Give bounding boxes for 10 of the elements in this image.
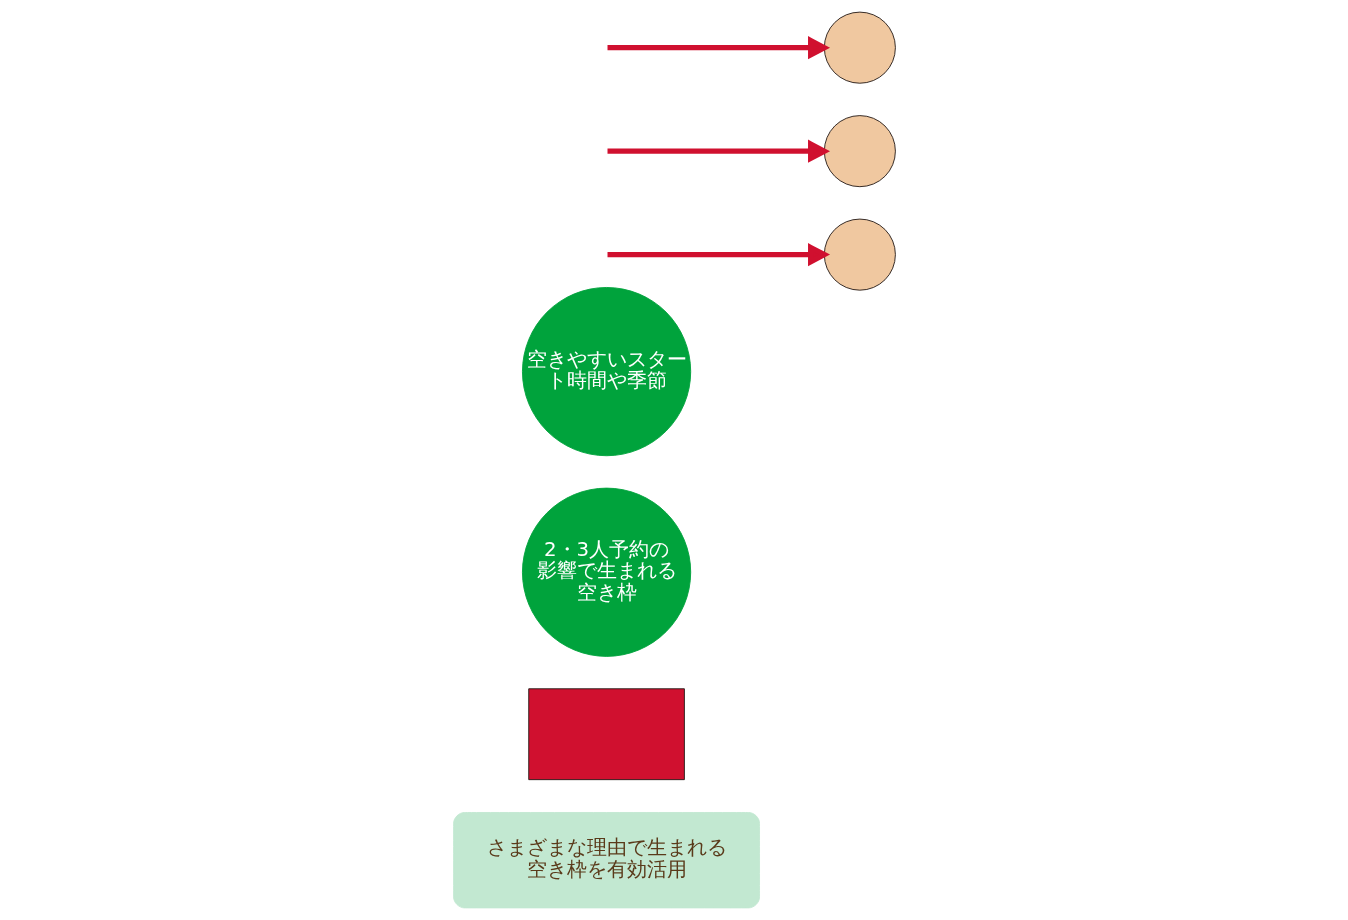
- node-circle: 空きやすいスタート時間や季節: [521, 287, 691, 457]
- node-circle: 2・3人予約の影響で生まれる空き枠: [521, 487, 691, 657]
- node-box: [527, 688, 685, 781]
- arrow: [607, 139, 830, 163]
- node-box: さまざまな理由で生まれる空き枠を有効活用: [452, 812, 760, 909]
- node-person: [823, 11, 896, 84]
- node-person: [823, 218, 896, 291]
- arrow: [607, 36, 830, 60]
- node-person: [823, 115, 896, 188]
- arrow: [607, 243, 830, 267]
